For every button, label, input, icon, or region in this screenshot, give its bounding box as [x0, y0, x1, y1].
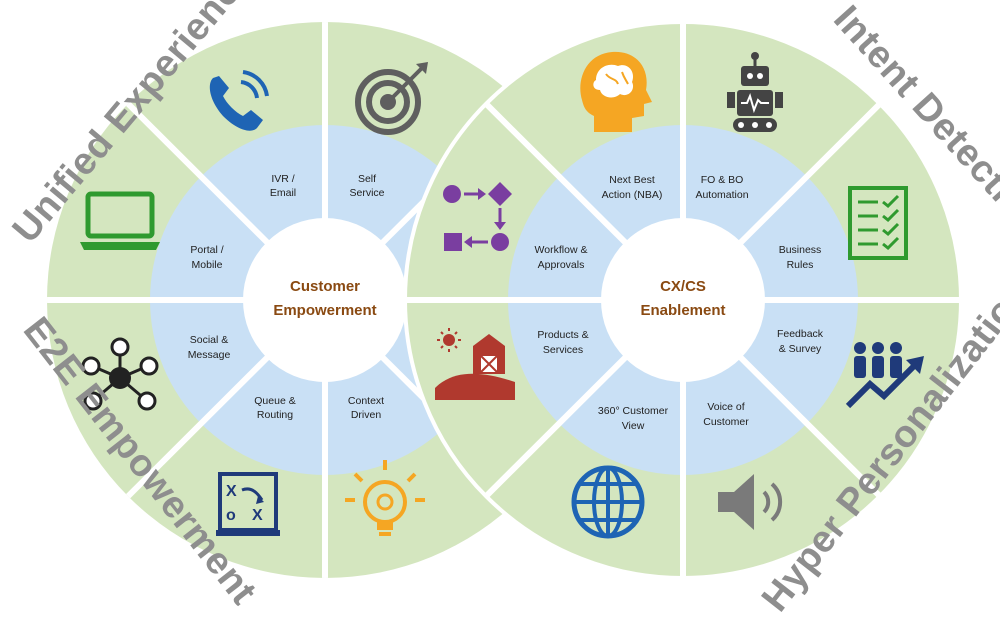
segment-label: Service: [349, 187, 384, 199]
brain-head-icon: [580, 51, 652, 132]
farm-barn-icon: [435, 328, 515, 400]
segment-label: Mobile: [192, 259, 223, 271]
segment-label: Email: [270, 187, 296, 199]
segment-label: Driven: [351, 409, 382, 421]
left-hub: [243, 218, 407, 382]
phone-icon: [209, 70, 269, 131]
segment-label: IVR /: [271, 173, 294, 185]
segment-label: Rules: [787, 259, 814, 271]
segment-label: Services: [543, 344, 583, 356]
svg-text:o: o: [226, 507, 236, 524]
segment-label: View: [622, 420, 645, 432]
right-segment-labels: Next Best Action (NBA) FO & BO Automatio…: [535, 174, 824, 432]
segment-label: Voice of: [707, 401, 744, 413]
segment-label: Business: [779, 244, 822, 256]
right-hub-title-line2: Enablement: [640, 302, 725, 319]
speaker-icon: [718, 474, 783, 530]
left-segment-labels: IVR / Email Self Service Portal / Mobile…: [188, 173, 385, 421]
checklist-icon: [848, 186, 908, 260]
segment-label: Self: [358, 173, 376, 185]
globe-icon: [571, 465, 645, 539]
segment-label: Next Best: [609, 174, 655, 186]
laptop-icon: [80, 191, 160, 250]
strategy-board-icon: X o X: [216, 472, 280, 536]
network-icon: [81, 337, 159, 411]
segment-label: Customer: [703, 416, 749, 428]
segment-label: Message: [188, 349, 231, 361]
segment-label: & Survey: [779, 343, 822, 355]
segment-label: Context: [348, 395, 384, 407]
robot-icon: [727, 52, 783, 132]
segment-label: Products &: [537, 329, 588, 341]
svg-text:X: X: [252, 507, 263, 524]
segment-label: Queue &: [254, 395, 295, 407]
segment-label: Workflow &: [535, 244, 588, 256]
left-hub-title-line1: Customer: [290, 278, 360, 295]
people-growth-icon: [845, 342, 924, 409]
right-hub-title-line1: CX/CS: [660, 278, 706, 295]
segment-label: Routing: [257, 409, 293, 421]
segment-label: Feedback: [777, 328, 824, 340]
segment-label: Approvals: [538, 259, 585, 271]
right-hub: [601, 218, 765, 382]
left-hub-title-line2: Empowerment: [273, 302, 376, 319]
segment-label: 360° Customer: [598, 405, 669, 417]
target-icon: [355, 62, 428, 135]
segment-label: Social &: [190, 334, 229, 346]
segment-label: FO & BO: [701, 174, 744, 186]
lightbulb-icon: [345, 460, 425, 536]
workflow-icon: [443, 182, 512, 251]
segment-label: Portal /: [190, 244, 223, 256]
svg-text:X: X: [226, 483, 237, 500]
segment-label: Automation: [695, 189, 748, 201]
segment-label: Action (NBA): [602, 189, 663, 201]
